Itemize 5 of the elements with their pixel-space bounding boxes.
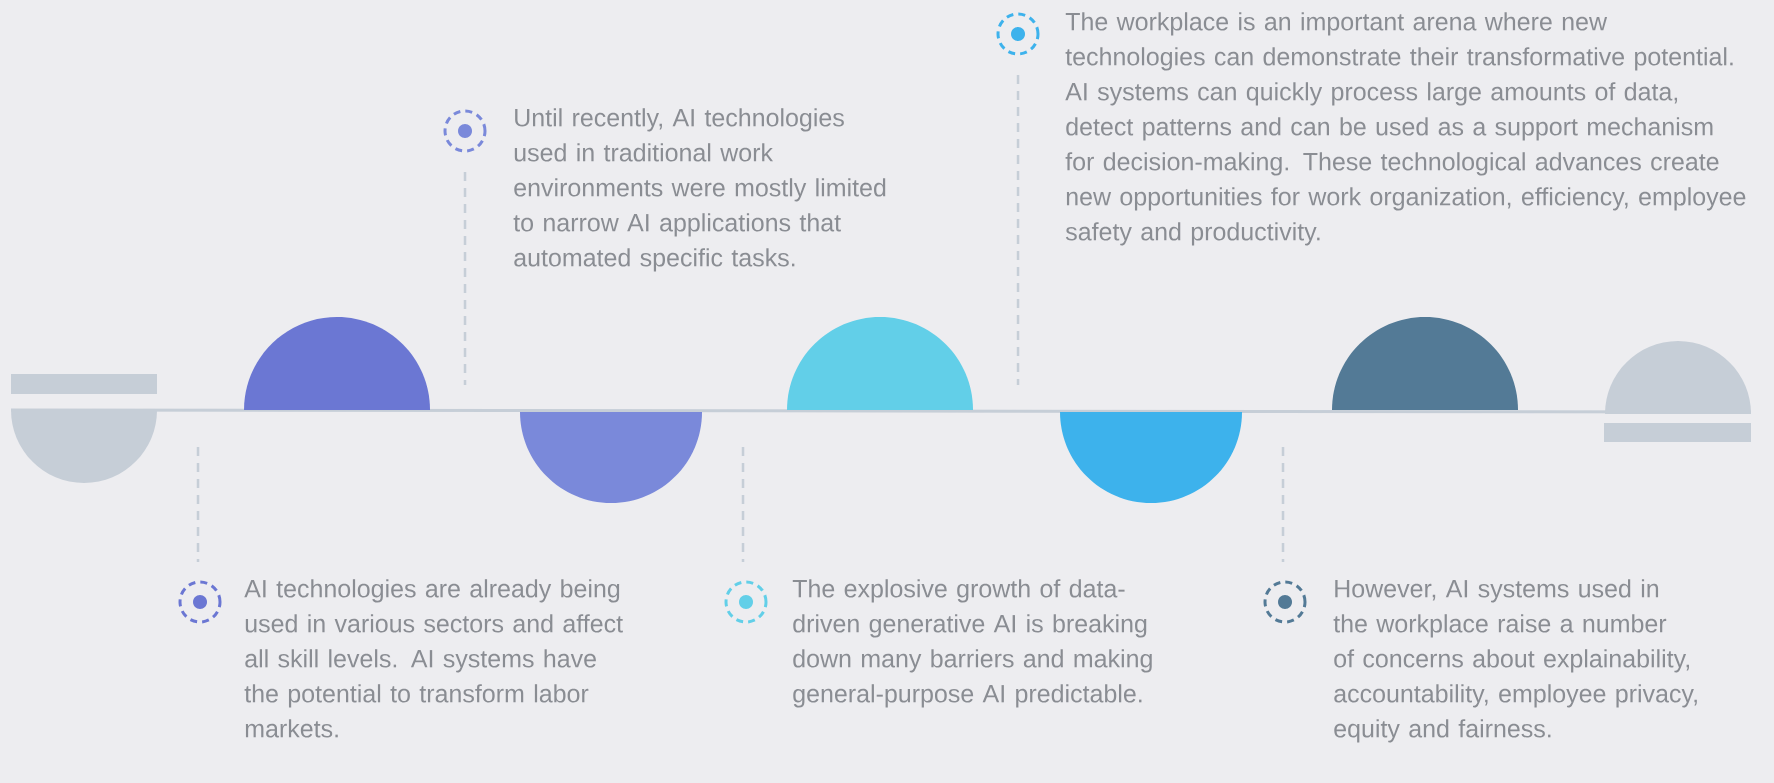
description-text: The workplace is an important arena where new technologies can demonstrate their transformative potential. AI systems can quickly process large amounts of data, detect patterns and can be used as a support mechanism for decision-making. These technological advances create new opportunities for work organization, efficiency, employee safety and productivity. [1065,12,1746,246]
description-text: However, AI systems used in the workplace raise a number of concerns about explainability, accountability, employee privacy, equity and fairness. [1333,579,1697,743]
description-text: The explosive growth of data-driven generative AI is breaking down many barriers and making general-purpose AI predictable. [792,579,1152,708]
description-text: AI technologies are already being used in various sectors and affect all skill levels. AI systems have the potential to transform labor markets. [244,579,623,738]
description-text: Until recently, AI technologies used in traditional work environments were mostly limited to narrow AI applications that automated specific tasks. [513,108,886,272]
